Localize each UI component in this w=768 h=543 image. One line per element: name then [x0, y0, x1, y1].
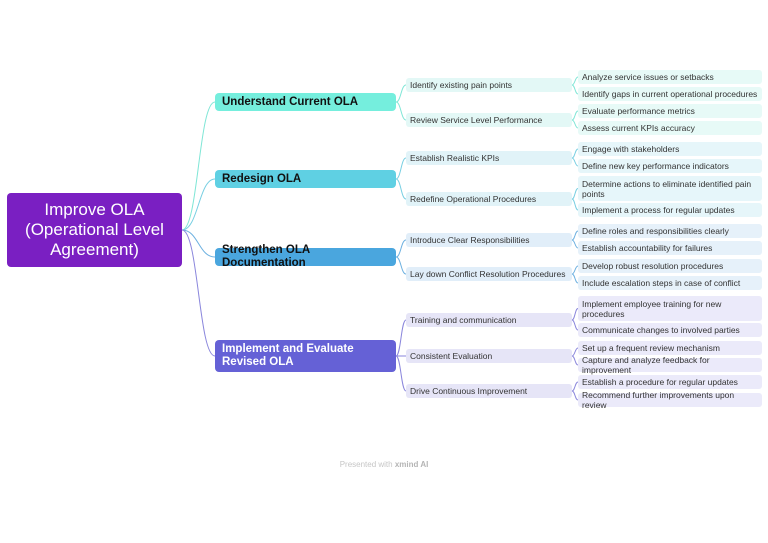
leaf-topic-4-1-1[interactable]: Implement employee training for new proc…: [578, 296, 762, 321]
leaf-topic-4-2-2[interactable]: Capture and analyze feedback for improve…: [578, 355, 762, 375]
subtopic-to-leaf-line: [571, 84, 579, 95]
root-to-branch-line: [181, 229, 216, 357]
leaf-topic-label: Implement a process for regular updates: [582, 205, 735, 215]
leaf-topic-label: Implement employee training for new proc…: [582, 298, 722, 319]
subtopic-label: Identify existing pain points: [410, 80, 513, 90]
leaf-topic-4-3-1[interactable]: Establish a procedure for regular update…: [578, 375, 762, 389]
branch-topic-1[interactable]: Understand Current OLA: [215, 93, 396, 111]
branch-topic-label: Strengthen OLA Documentation: [222, 244, 310, 269]
leaf-topic-2-1-1[interactable]: Engage with stakeholders: [578, 142, 762, 156]
leaf-topic-label: Evaluate performance metrics: [582, 106, 695, 116]
watermark: Presented with xmind AI: [0, 460, 768, 469]
branch-to-subtopic-line: [395, 178, 407, 200]
watermark-prefix: Presented with: [339, 460, 395, 469]
root-to-branch-line: [181, 178, 216, 231]
leaf-topic-label: Define new key performance indicators: [582, 161, 729, 171]
subtopic-to-leaf-line: [571, 239, 579, 249]
root-to-branch-line: [181, 101, 216, 231]
subtopic-label: Lay down Conflict Resolution Procedures: [410, 269, 566, 279]
root-to-branch-line: [181, 229, 216, 258]
subtopic-2-1[interactable]: Establish Realistic KPIs: [406, 151, 572, 165]
subtopic-label: Consistent Evaluation: [410, 351, 493, 361]
leaf-topic-label: Develop robust resolution procedures: [582, 261, 724, 271]
subtopic-label: Introduce Clear Responsibilities: [410, 235, 530, 245]
subtopic-to-leaf-line: [571, 355, 579, 366]
leaf-topic-1-1-2[interactable]: Identify gaps in current operational pro…: [578, 87, 762, 101]
branch-topic-label: Redesign OLA: [222, 172, 302, 185]
root-topic[interactable]: Improve OLA (Operational Level Agreement…: [7, 193, 182, 267]
leaf-topic-3-2-2[interactable]: Include escalation steps in case of conf…: [578, 276, 762, 290]
leaf-topic-label: Capture and analyze feedback for improve…: [582, 355, 710, 375]
leaf-topic-3-2-1[interactable]: Develop robust resolution procedures: [578, 259, 762, 273]
leaf-topic-4-2-1[interactable]: Set up a frequent review mechanism: [578, 341, 762, 355]
subtopic-2-2[interactable]: Redefine Operational Procedures: [406, 192, 572, 206]
leaf-topic-2-1-2[interactable]: Define new key performance indicators: [578, 159, 762, 173]
root-topic-label: Improve OLA (Operational Level Agreement…: [25, 200, 164, 259]
subtopic-label: Review Service Level Performance: [410, 115, 543, 125]
leaf-topic-1-2-1[interactable]: Evaluate performance metrics: [578, 104, 762, 118]
branch-to-subtopic-line: [395, 101, 407, 121]
subtopic-4-2[interactable]: Consistent Evaluation: [406, 349, 572, 363]
branch-to-subtopic-line: [395, 84, 407, 103]
leaf-topic-label: Analyze service issues or setbacks: [582, 72, 714, 82]
branch-to-subtopic-line: [395, 355, 407, 392]
leaf-topic-label: Determine actions to eliminate identifie…: [582, 178, 752, 199]
leaf-topic-label: Identify gaps in current operational pro…: [582, 89, 758, 99]
subtopic-label: Training and communication: [410, 315, 517, 325]
leaf-topic-4-3-2[interactable]: Recommend further improvements upon revi…: [578, 390, 762, 410]
leaf-topic-1-1-1[interactable]: Analyze service issues or setbacks: [578, 70, 762, 84]
branch-topic-label: Implement and Evaluate Revised OLA: [222, 343, 354, 368]
leaf-topic-label: Establish a procedure for regular update…: [582, 377, 738, 387]
subtopic-1-1[interactable]: Identify existing pain points: [406, 78, 572, 92]
watermark-brand: xmind AI: [394, 460, 429, 469]
subtopic-3-1[interactable]: Introduce Clear Responsibilities: [406, 233, 572, 247]
branch-topic-4[interactable]: Implement and Evaluate Revised OLA: [215, 340, 396, 372]
subtopic-to-leaf-line: [571, 157, 579, 167]
subtopic-to-leaf-line: [571, 308, 579, 321]
leaf-topic-2-2-2[interactable]: Implement a process for regular updates: [578, 203, 762, 217]
branch-topic-3[interactable]: Strengthen OLA Documentation: [215, 244, 396, 269]
leaf-topic-label: Define roles and responsibilities clearl…: [582, 226, 729, 236]
subtopic-to-leaf-line: [571, 273, 579, 284]
leaf-topic-4-1-2[interactable]: Communicate changes to involved parties: [578, 323, 762, 337]
subtopic-label: Establish Realistic KPIs: [410, 153, 500, 163]
branch-topic-2[interactable]: Redesign OLA: [215, 170, 396, 188]
leaf-topic-label: Engage with stakeholders: [582, 144, 680, 154]
branch-to-subtopic-line: [395, 157, 407, 180]
leaf-topic-3-1-2[interactable]: Establish accountability for failures: [578, 241, 762, 255]
branch-to-subtopic-line: [395, 256, 407, 275]
leaf-topic-label: Establish accountability for failures: [582, 243, 713, 253]
leaf-topic-label: Include escalation steps in case of conf…: [582, 278, 741, 288]
leaf-topic-2-2-1[interactable]: Determine actions to eliminate identifie…: [578, 176, 762, 201]
subtopic-to-leaf-line: [571, 319, 579, 331]
subtopic-to-leaf-line: [571, 198, 579, 211]
branch-to-subtopic-line: [395, 319, 407, 357]
subtopic-to-leaf-line: [571, 119, 579, 129]
branch-topic-label: Understand Current OLA: [222, 95, 359, 108]
leaf-topic-label: Assess current KPIs accuracy: [582, 123, 695, 133]
leaf-topic-label: Set up a frequent review mechanism: [582, 343, 720, 353]
leaf-topic-label: Communicate changes to involved parties: [582, 325, 740, 335]
subtopic-4-3[interactable]: Drive Continuous Improvement: [406, 384, 572, 398]
leaf-topic-3-1-1[interactable]: Define roles and responsibilities clearl…: [578, 224, 762, 238]
subtopic-4-1[interactable]: Training and communication: [406, 313, 572, 327]
leaf-topic-1-2-2[interactable]: Assess current KPIs accuracy: [578, 121, 762, 135]
subtopic-3-2[interactable]: Lay down Conflict Resolution Procedures: [406, 267, 572, 281]
subtopic-label: Drive Continuous Improvement: [410, 386, 528, 396]
branch-to-subtopic-line: [395, 239, 407, 258]
subtopic-to-leaf-line: [571, 390, 579, 401]
subtopic-label: Redefine Operational Procedures: [410, 194, 537, 204]
leaf-topic-label: Recommend further improvements upon revi…: [582, 390, 735, 410]
subtopic-1-2[interactable]: Review Service Level Performance: [406, 113, 572, 127]
